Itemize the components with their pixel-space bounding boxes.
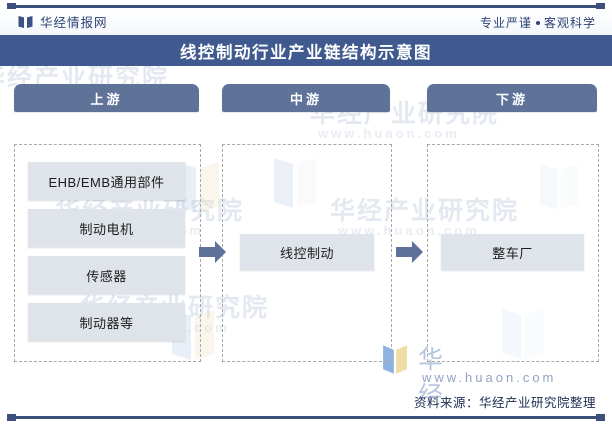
stage-tab-upstream[interactable]: 上游 — [14, 84, 199, 112]
node-label: 制动电机 — [79, 221, 134, 237]
node-box[interactable]: 整车厂 — [441, 234, 584, 270]
brand-name: 华经情报网 — [40, 16, 108, 30]
node-label: EHB/EMB通用部件 — [48, 174, 165, 190]
stage-frame-downstream — [427, 144, 599, 362]
node-box[interactable]: 传感器 — [28, 256, 185, 294]
brand-logo[interactable]: 华经情报网 — [18, 12, 108, 31]
brand-tagline: 专业严谨客观科学 — [480, 14, 596, 31]
stage-tab-midstream[interactable]: 中游 — [222, 84, 390, 112]
flow-arrow-right-icon — [396, 241, 423, 263]
tagline-right: 客观科学 — [543, 16, 596, 30]
watermark-url: www.huaon.com — [422, 370, 557, 385]
node-box[interactable]: 制动器等 — [28, 303, 185, 341]
top-decorative-rule — [7, 3, 605, 10]
watermark-title: 华经产业研究院 — [418, 346, 446, 400]
node-box[interactable]: 线控制动 — [240, 234, 374, 270]
tagline-left: 专业严谨 — [479, 16, 532, 30]
stage-tab-downstream[interactable]: 下游 — [427, 84, 597, 112]
node-label: 线控制动 — [279, 245, 334, 261]
node-box[interactable]: 制动电机 — [28, 209, 185, 247]
brand-bar: 华经情报网 专业严谨客观科学 — [0, 9, 612, 35]
stage-tab-label: 下游 — [495, 91, 528, 107]
node-label: 整车厂 — [492, 245, 533, 261]
node-label: 传感器 — [86, 268, 127, 284]
node-box[interactable]: EHB/EMB通用部件 — [28, 162, 185, 200]
node-label: 制动器等 — [79, 315, 134, 331]
page-title-band: 线控制动行业产业链结构示意图 — [0, 35, 612, 66]
tagline-separator-dot — [535, 20, 540, 25]
source-note: 资料来源：华经产业研究院整理 — [413, 396, 596, 410]
page-title: 线控制动行业产业链结构示意图 — [180, 43, 432, 62]
bottom-decorative-rule — [7, 414, 605, 421]
diagram-canvas: 华经产业研究院 www.huaon.com 华经产业研究院 www.huaon.… — [0, 66, 612, 400]
stage-tab-label: 中游 — [289, 91, 322, 107]
watermark-url: www.huaon.com — [318, 126, 460, 141]
book-mark-icon — [18, 15, 33, 28]
stage-tab-label: 上游 — [90, 91, 123, 107]
flow-arrow-right-icon — [199, 241, 226, 263]
